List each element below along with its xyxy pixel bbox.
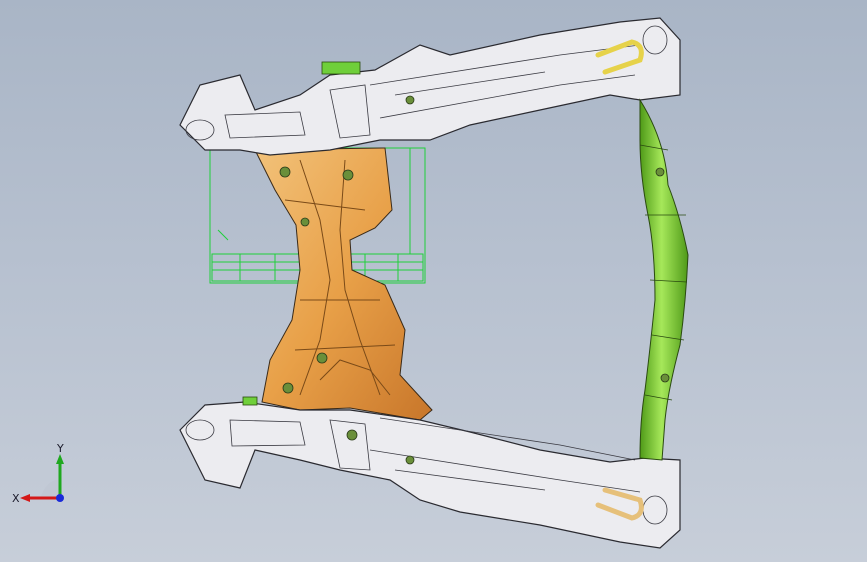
top-clip — [321, 61, 361, 75]
lower-rail-details — [185, 417, 668, 525]
center-crossmember[interactable] — [254, 147, 433, 421]
y-axis-label: Y — [56, 442, 64, 455]
bolts — [279, 95, 670, 465]
axis-triad: Y X — [12, 442, 64, 505]
rear-tube[interactable] — [639, 98, 689, 461]
left-clip — [242, 396, 258, 406]
center-ribs — [284, 159, 396, 396]
z-axis — [56, 494, 64, 502]
tube-segments — [639, 144, 688, 401]
upper-u-bolt — [595, 39, 644, 75]
x-axis-label: X — [12, 492, 20, 505]
upper-side-rail[interactable] — [179, 17, 681, 156]
lower-u-bolt — [595, 487, 644, 521]
